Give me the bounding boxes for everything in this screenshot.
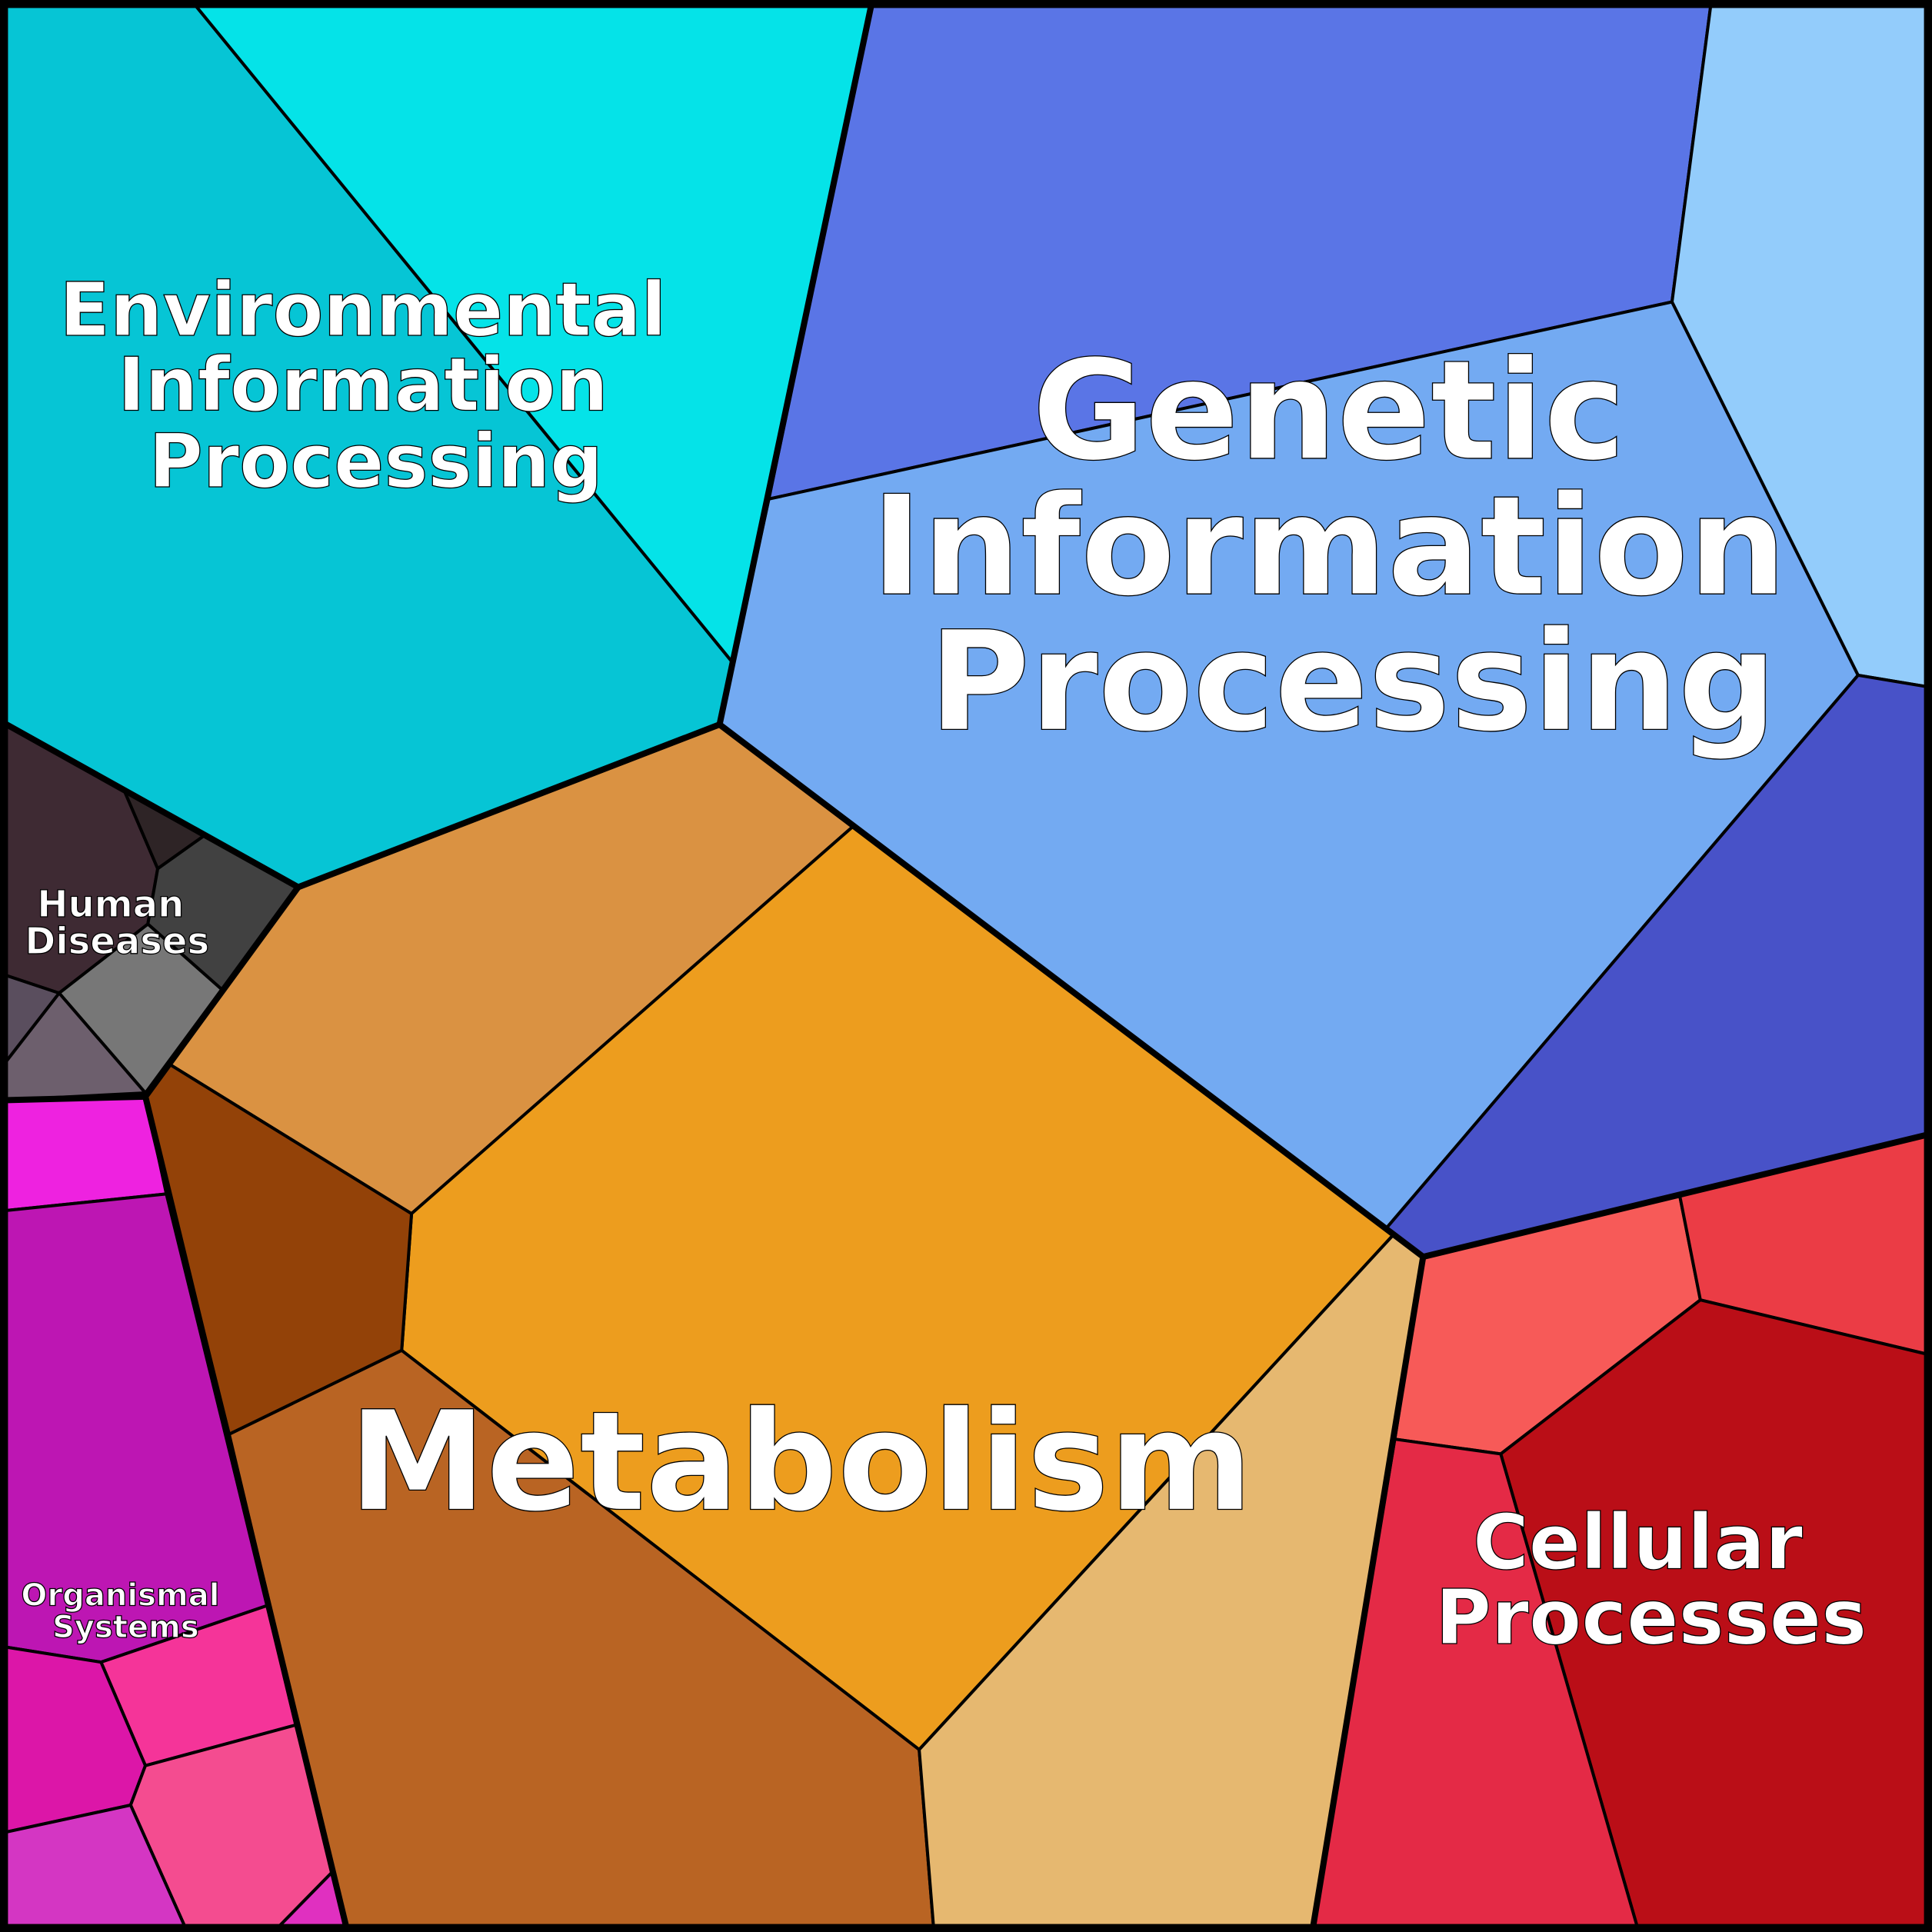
cell — [1498, 1297, 1932, 1932]
cell — [0, 1803, 189, 1932]
label-organismal: Organismal Systems — [21, 1577, 230, 1645]
group-genetic — [718, 0, 1932, 1259]
boundary — [1309, 1256, 1427, 1932]
group-cellular — [1311, 1131, 1932, 1932]
label-human-diseases: Human Diseases — [25, 883, 209, 963]
boundary — [0, 1093, 146, 1104]
label-genetic: Genetic Information Processing — [871, 331, 1835, 762]
cell — [0, 1094, 168, 1213]
label-environmental: Environmental Information Processing — [59, 267, 691, 505]
label-metabolism: Metabolism — [349, 1382, 1253, 1543]
boundary — [0, 0, 876, 891]
group-organismal — [0, 1094, 349, 1932]
label-cellular: Cellular Processes — [1435, 1498, 1867, 1662]
